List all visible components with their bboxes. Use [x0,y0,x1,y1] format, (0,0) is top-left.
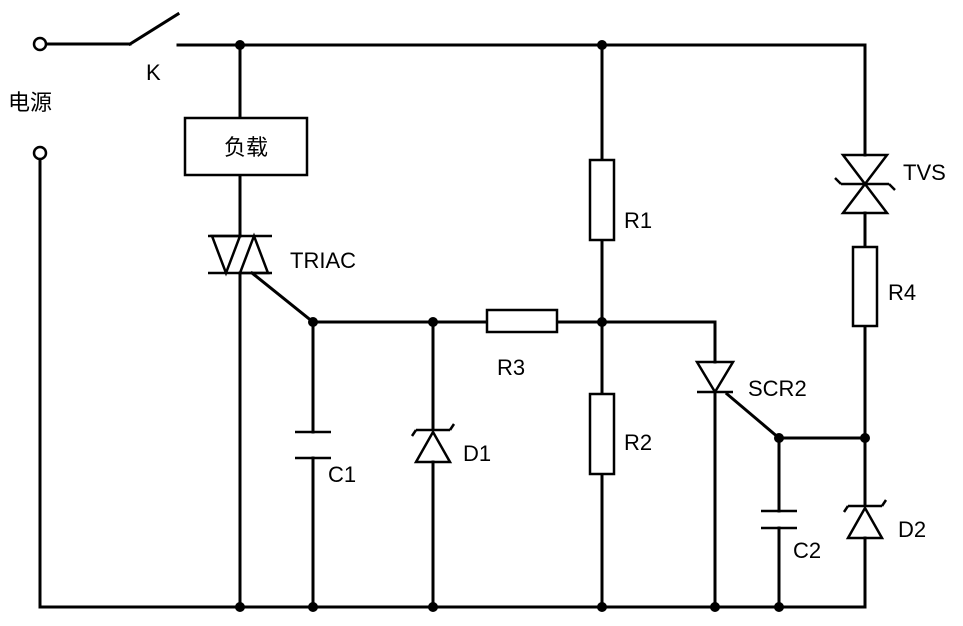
r3-label: R3 [497,355,525,380]
d2-label: D2 [898,517,926,542]
power-terminals [32,36,48,161]
zener-d1 [410,423,456,464]
power-terminal-bottom [32,145,48,161]
scr2-label: SCR2 [748,376,807,401]
capacitor-c2 [761,509,797,530]
resistor-r4 [851,245,879,328]
scr2-symbol [694,360,736,395]
tvs-symbol [834,153,896,215]
load-label: 负载 [224,136,268,161]
zener-d2 [842,499,888,540]
triac-label: TRIAC [290,248,356,273]
junction-dots [235,40,870,612]
resistor-r3 [485,308,559,334]
power-terminal-top [32,36,48,52]
r1-label: R1 [624,208,652,233]
resistor-r1 [588,158,616,242]
r4-label: R4 [888,280,916,305]
capacitor-c1 [295,430,331,460]
power-label: 电源 [8,91,52,116]
c1-label: C1 [328,462,356,487]
switch-k [127,11,181,47]
wires [38,42,867,609]
triac-symbol [208,232,272,277]
switch-label: K [146,60,161,85]
resistor-r2 [588,392,616,476]
d1-label: D1 [463,441,491,466]
load-box [183,116,309,177]
r2-label: R2 [624,430,652,455]
c2-label: C2 [793,538,821,563]
tvs-label: TVS [903,160,946,185]
